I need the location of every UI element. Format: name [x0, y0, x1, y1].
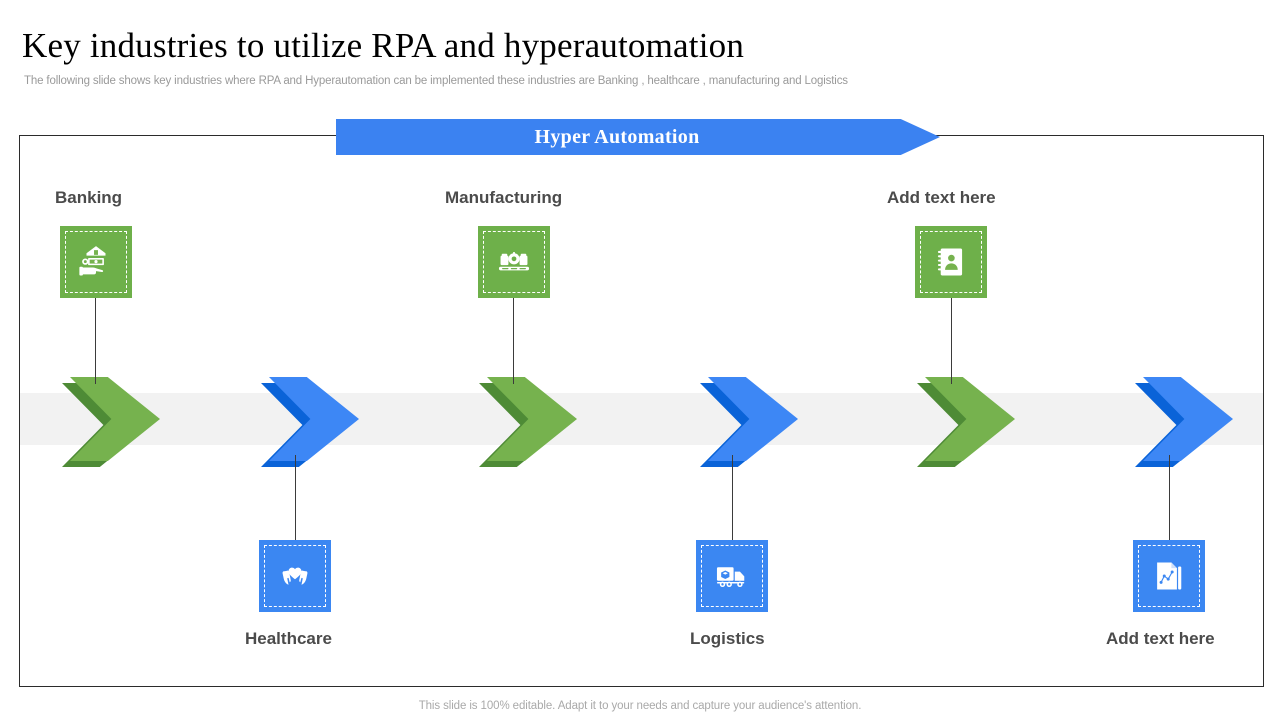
- connector-line-1: [95, 298, 97, 384]
- chevron-body: [708, 377, 798, 461]
- icon-tile-bank-hand-money-icon[interactable]: [60, 226, 132, 298]
- node-label-6: Add text here: [1106, 629, 1215, 648]
- chevron-body: [70, 377, 160, 461]
- tile-dashed-border: [483, 231, 545, 293]
- contact-book-icon: [932, 243, 970, 281]
- process-chevron-4: [700, 377, 798, 467]
- delivery-truck-icon: [713, 557, 751, 595]
- node-label-5: Add text here: [887, 188, 996, 207]
- icon-tile-contact-book-icon[interactable]: [915, 226, 987, 298]
- process-chevron-2: [261, 377, 359, 467]
- tile-dashed-border: [264, 545, 326, 607]
- factory-conveyor-icon: [495, 243, 533, 281]
- document-chart-icon: [1150, 557, 1188, 595]
- connector-line-6: [1169, 455, 1171, 540]
- connector-line-2: [295, 455, 297, 540]
- tile-dashed-border: [65, 231, 127, 293]
- page-subtitle: The following slide shows key industries…: [24, 75, 848, 87]
- footer-note: This slide is 100% editable. Adapt it to…: [418, 700, 862, 712]
- tile-dashed-border: [701, 545, 763, 607]
- chevron-body: [269, 377, 359, 461]
- node-label-2: Healthcare: [245, 629, 332, 648]
- connector-line-4: [732, 455, 734, 540]
- chevron-body: [925, 377, 1015, 461]
- icon-tile-hands-heart-icon[interactable]: [259, 540, 331, 612]
- icon-tile-factory-conveyor-icon[interactable]: [478, 226, 550, 298]
- hyper-automation-banner: Hyper Automation: [336, 119, 940, 155]
- node-label-4: Logistics: [690, 629, 765, 648]
- process-chevron-3: [479, 377, 577, 467]
- process-chevron-1: [62, 377, 160, 467]
- chevron-body: [1143, 377, 1233, 461]
- tile-dashed-border: [920, 231, 982, 293]
- chevron-body: [487, 377, 577, 461]
- icon-tile-delivery-truck-icon[interactable]: [696, 540, 768, 612]
- node-label-1: Banking: [55, 188, 123, 207]
- page-title: Key industries to utilize RPA and hypera…: [22, 26, 745, 65]
- banner-label: Hyper Automation: [534, 125, 700, 148]
- hands-heart-icon: [276, 557, 314, 595]
- connector-line-5: [951, 298, 953, 384]
- process-chevron-5: [917, 377, 1015, 467]
- process-chevron-6: [1135, 377, 1233, 467]
- icon-tile-document-chart-icon[interactable]: [1133, 540, 1205, 612]
- tile-dashed-border: [1138, 545, 1200, 607]
- process-band: [20, 393, 1263, 445]
- node-label-3: Manufacturing: [445, 188, 563, 207]
- connector-line-3: [513, 298, 515, 384]
- bank-hand-money-icon: [77, 243, 115, 281]
